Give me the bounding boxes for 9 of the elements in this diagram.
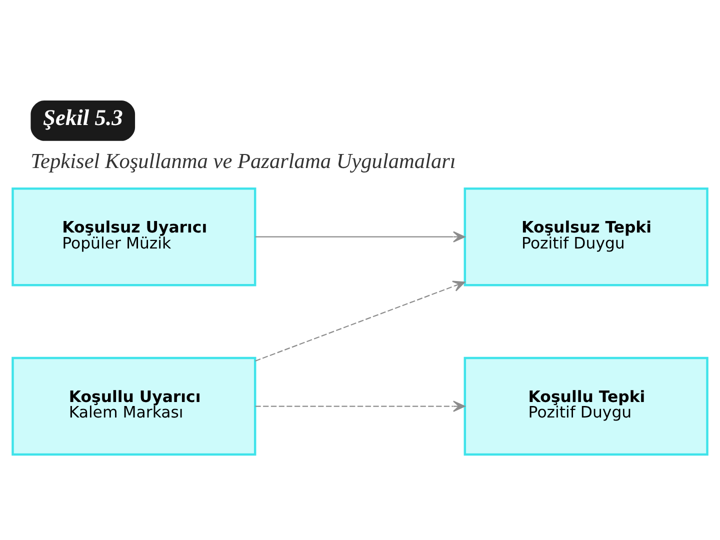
node-box: Koşulsuz Uyarıcı Popüler Müzik [12, 186, 256, 286]
arrow [255, 230, 466, 242]
diagram-title: Şekil 5.3 [43, 104, 123, 130]
arrow [255, 400, 466, 412]
arrow [255, 280, 466, 361]
node-box: Koşullu Uyarıcı Kalem Markası [12, 356, 256, 456]
node-box: Koşulsuz Tepki Pozitif Duygu [464, 186, 708, 286]
caption: Tepkisel Koşullanma ve Pazarlama Uygulamaları [30, 148, 456, 173]
node-box: Koşullu Tepki Pozitif Duygu [464, 356, 708, 456]
